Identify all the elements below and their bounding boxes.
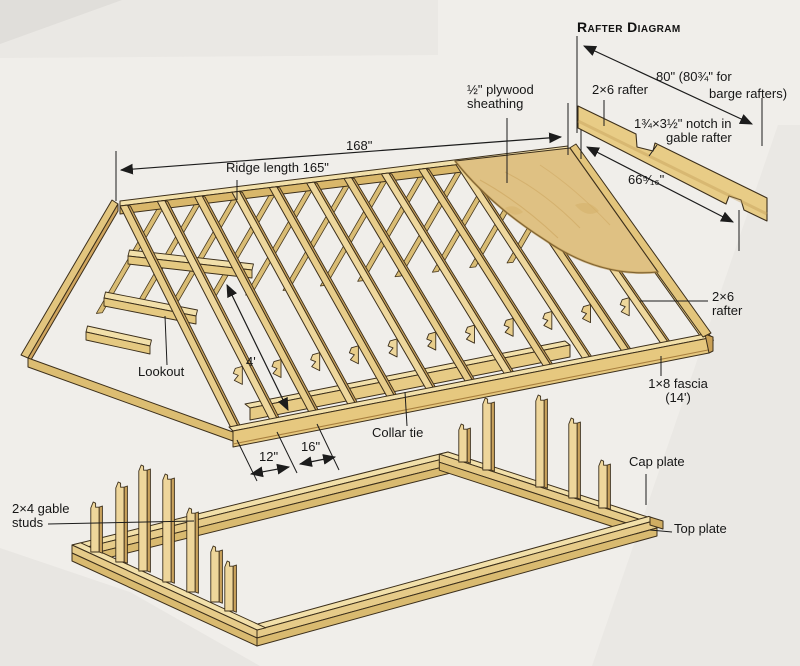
gable-studs-left (90, 464, 237, 613)
fascia-label-line2: (14') (665, 390, 691, 406)
plywood-label-line1: ½" plywood (467, 82, 534, 97)
lookout-label: Lookout (138, 364, 185, 379)
top-plate-label: Top plate (674, 521, 727, 536)
dim-16-label: 16" (301, 439, 321, 454)
plywood-label: ½" plywood sheathing (467, 82, 534, 112)
plywood-label-line2: sheathing (467, 96, 524, 112)
notch-label-2: gable rafter (666, 130, 732, 145)
gable-studs-line2: studs (12, 515, 44, 531)
gable-studs-line1: 2×4 gable (12, 501, 70, 516)
notch-label: 1¾×3½" notch in (634, 116, 732, 131)
dim-80-label: 80" (80¾" for (656, 69, 732, 84)
rafter-2x6-line2: rafter (712, 303, 743, 319)
roof-framing-assembly (20, 143, 714, 448)
fascia-label: 1×8 fascia (14') (642, 376, 714, 406)
ridge-length-label: Ridge length 165" (226, 160, 329, 175)
dim-80-label-2: barge rafters) (709, 86, 788, 101)
rafter-diagram-title: Rafter Diagram (577, 19, 681, 35)
collar-tie-label: Collar tie (372, 425, 424, 440)
rafter-2x6-label: 2×6 rafter (712, 289, 743, 319)
dimension-lines (47, 36, 763, 533)
dim-4ft-label: 4' (246, 354, 256, 369)
dim-168-label: 168" (346, 138, 373, 153)
dim-12-label: 12" (259, 449, 279, 464)
gable-studs-right (458, 394, 611, 510)
gable-studs-label: 2×4 gable studs (12, 501, 70, 531)
cap-plate-label: Cap plate (629, 454, 685, 469)
inset-rafter-label: 2×6 rafter (592, 82, 649, 97)
rafter-2x6-line1: 2×6 (712, 289, 735, 304)
dim-66-label: 66⁵⁄₁₆" (628, 172, 665, 187)
fascia-label-line1: 1×8 fascia (648, 376, 708, 391)
